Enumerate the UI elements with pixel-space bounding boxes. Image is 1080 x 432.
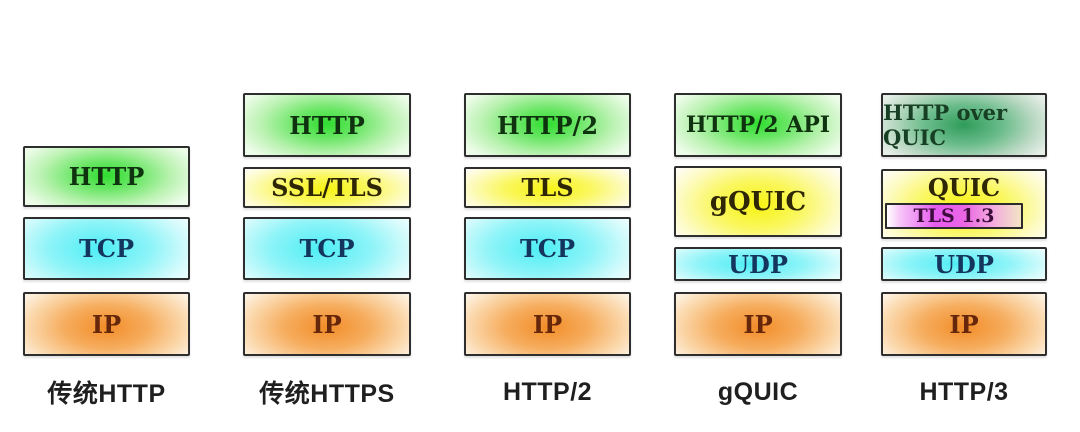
layer-label: TLS 1.3: [913, 205, 995, 227]
layer-label: UDP: [934, 249, 994, 279]
layer-label: SSL/TLS: [271, 173, 383, 202]
layer-box-udp: UDP: [881, 247, 1047, 281]
layer-label: IP: [743, 309, 773, 339]
layer-label: IP: [949, 309, 979, 339]
stack-column-gquic: HTTP/2 API gQUIC UDP IP gQUIC: [674, 0, 842, 432]
layer-box-ip: IP: [674, 292, 842, 356]
layer-box-udp: UDP: [674, 247, 842, 281]
layer-box-ip: IP: [881, 292, 1047, 356]
layer-box-http2: HTTP/2: [464, 93, 631, 157]
layer-label: TCP: [78, 234, 134, 263]
layer-box-tls: TLS: [464, 167, 631, 208]
layer-label: TCP: [519, 234, 575, 263]
layer-box-ssl-tls: SSL/TLS: [243, 167, 411, 208]
layer-box-http: HTTP: [243, 93, 411, 157]
layer-box-http-over-quic: HTTP over QUIC: [881, 93, 1047, 157]
layer-box-http2-api: HTTP/2 API: [674, 93, 842, 157]
layer-label: HTTP over QUIC: [883, 100, 1008, 150]
layer-label: IP: [312, 309, 342, 339]
stack-column-http2: HTTP/2 TLS TCP IP HTTP/2: [464, 0, 631, 432]
stack-column-traditional-http: HTTP TCP IP 传统HTTP: [23, 0, 190, 432]
column-label: HTTP/2: [502, 377, 593, 406]
layer-box-tcp: TCP: [464, 217, 631, 280]
layer-box-tcp: TCP: [243, 217, 411, 280]
column-label: gQUIC: [717, 377, 799, 406]
layer-label: IP: [91, 309, 122, 339]
layer-label: TCP: [299, 234, 355, 263]
layer-box-ip: IP: [464, 292, 631, 356]
layer-label: HTTP: [289, 110, 365, 140]
layer-label: HTTP: [68, 162, 145, 191]
layer-label: TLS: [521, 173, 574, 202]
layer-label: gQUIC: [709, 186, 807, 217]
layer-box-ip: IP: [243, 292, 411, 356]
layer-label: QUIC: [927, 173, 1001, 202]
layer-label: UDP: [728, 249, 788, 279]
stack-column-http3: HTTP over QUIC QUIC TLS 1.3 UDP IP HTTP/…: [881, 0, 1047, 432]
layer-box-ip: IP: [23, 292, 190, 356]
layer-box-http: HTTP: [23, 146, 190, 207]
layer-box-tcp: TCP: [23, 217, 190, 280]
layer-box-tls13: TLS 1.3: [885, 203, 1023, 229]
layer-label: HTTP/2 API: [685, 112, 831, 138]
stack-column-traditional-https: HTTP SSL/TLS TCP IP 传统HTTPS: [243, 0, 411, 432]
layer-box-quic: QUIC TLS 1.3: [881, 169, 1047, 239]
layer-label: IP: [532, 309, 563, 339]
column-label: HTTP/3: [919, 377, 1009, 406]
layer-label: HTTP/2: [496, 110, 599, 140]
layer-box-gquic: gQUIC: [674, 166, 842, 237]
column-label: 传统HTTP: [47, 380, 166, 408]
column-label: 传统HTTPS: [259, 380, 395, 408]
